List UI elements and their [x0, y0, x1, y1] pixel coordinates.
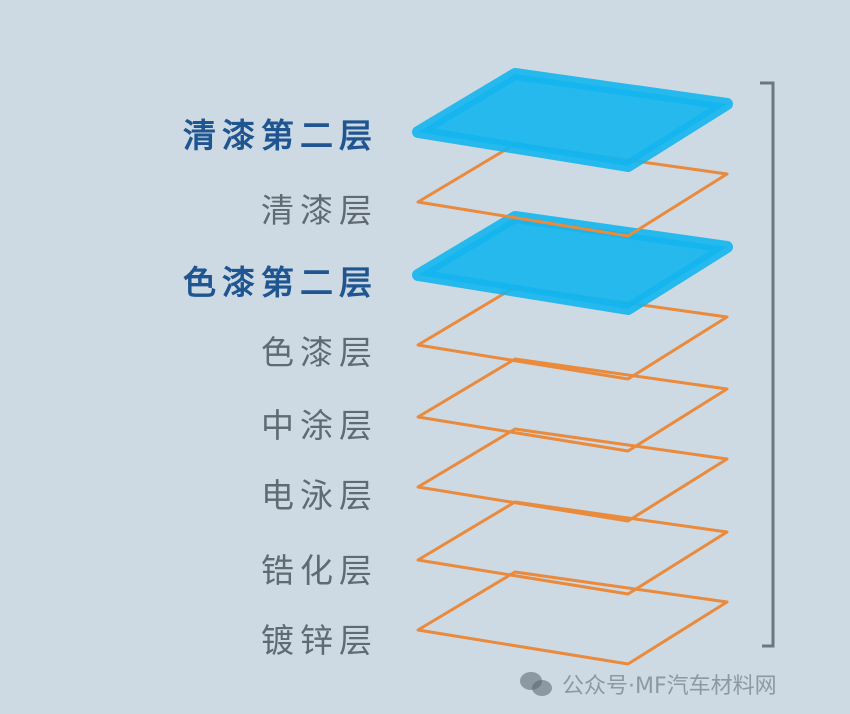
layer-label: 色漆第二层 — [183, 263, 378, 302]
layer-label: 镀锌层 — [261, 621, 378, 660]
wechat-icon — [520, 672, 554, 696]
highlight-layer — [412, 68, 733, 172]
watermark-text: 公众号·MF汽车材料网 — [562, 674, 777, 699]
layer-label: 清漆第二层 — [183, 116, 378, 155]
layer-label: 中涂层 — [261, 406, 378, 445]
layer-label: 清漆层 — [261, 191, 378, 230]
watermark: 公众号·MF汽车材料网 — [520, 668, 777, 700]
outline-layer — [416, 570, 729, 666]
layer-label: 锆化层 — [261, 551, 378, 590]
bracket — [760, 81, 775, 648]
outline-layer — [416, 357, 729, 453]
outline-layer — [416, 142, 729, 238]
highlight-layer — [412, 211, 733, 315]
outline-layer — [416, 427, 729, 523]
outline-layer — [416, 285, 729, 381]
layer-label: 色漆层 — [261, 333, 378, 372]
layer-label: 电泳层 — [261, 476, 378, 515]
outline-layer — [416, 500, 729, 596]
